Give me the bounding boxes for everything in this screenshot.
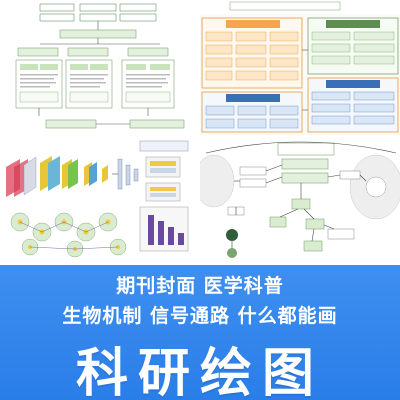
flowchart-thumbnail-green <box>0 0 198 135</box>
signal-pathway-svg <box>200 141 400 258</box>
banner-line-1: 期刊封面 医学科普 <box>116 275 284 297</box>
signal-pathway-thumbnail <box>200 137 400 265</box>
flowchart-thumbnail-orange <box>200 0 400 135</box>
flowchart-green-svg <box>15 3 185 129</box>
flowchart-orange-svg <box>200 0 400 133</box>
banner-line-2: 生物机制 信号通路 什么都能画 <box>62 305 338 327</box>
network-diagram-thumbnail <box>0 137 198 265</box>
network-diagram-svg <box>6 140 189 258</box>
banner-title: 科研绘图 <box>75 344 324 400</box>
promo-banner: 期刊封面 医学科普 生物机制 信号通路 什么都能画 科研绘图 <box>0 265 400 400</box>
